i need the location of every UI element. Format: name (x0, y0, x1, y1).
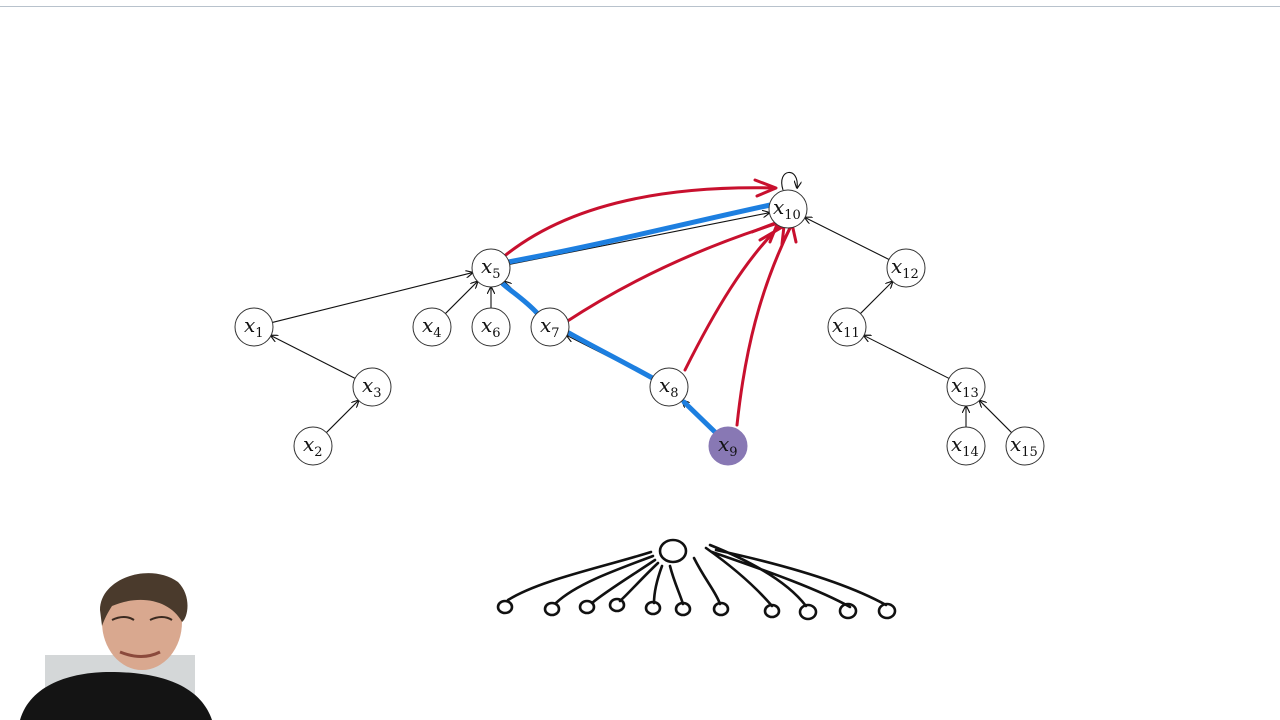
node-x1: x1 (234, 307, 274, 347)
node-label-x8: x8 (659, 373, 679, 401)
blue-stroke-x9-to-x8 (681, 399, 719, 436)
node-x9: x9 (708, 426, 748, 466)
blue-path-compression (500, 201, 778, 436)
node-x4: x4 (412, 307, 452, 347)
red-arrow-from-x8 (683, 224, 782, 372)
node-x15: x15 (1005, 426, 1045, 466)
sketch-leaves (496, 597, 897, 621)
node-x7: x7 (530, 307, 570, 347)
blue-stroke-x7-to-x5 (500, 281, 540, 316)
node-label-x1: x1 (244, 313, 264, 341)
red-arrow-from-x5 (500, 186, 777, 260)
edge-x1-to-x5 (272, 273, 472, 323)
sketch-lines (506, 543, 888, 609)
edge-x4-to-x5 (445, 281, 477, 314)
webcam-overlay (0, 560, 215, 720)
node-label-x9: x9 (718, 432, 738, 460)
edge-x2-to-x3 (326, 400, 358, 433)
node-label-x10: x10 (773, 195, 801, 223)
red-annotation-arrows (500, 178, 798, 427)
edge-x15-to-x13 (979, 400, 1012, 433)
blue-stroke-x5-to-x10 (505, 201, 778, 265)
node-x12: x12 (886, 248, 926, 288)
node-x5: x5 (471, 248, 511, 288)
node-label-x2: x2 (303, 432, 323, 460)
sketch-star-tree (496, 538, 897, 621)
red-arrowhead-top (753, 178, 778, 198)
node-label-x13: x13 (951, 373, 979, 401)
node-label-x14: x14 (951, 432, 979, 460)
node-x6: x6 (471, 307, 511, 347)
node-x11: x11 (827, 307, 867, 347)
node-x13: x13 (946, 367, 986, 407)
presenter-image (0, 560, 215, 720)
node-label-x15: x15 (1010, 432, 1038, 460)
self-loop-x10 (781, 171, 798, 191)
node-x3: x3 (352, 367, 392, 407)
node-label-x12: x12 (891, 254, 919, 282)
node-label-x3: x3 (362, 373, 382, 401)
node-x2: x2 (293, 426, 333, 466)
red-arrow-from-x7 (564, 222, 777, 324)
edge-x12-to-x10 (805, 217, 890, 260)
node-label-x4: x4 (422, 313, 442, 341)
red-arrow-from-x9 (735, 226, 792, 427)
node-label-x11: x11 (832, 313, 860, 341)
node-x14: x14 (946, 426, 986, 466)
node-x8: x8 (649, 367, 689, 407)
node-label-x7: x7 (540, 313, 560, 341)
node-label-x5: x5 (481, 254, 501, 282)
edge-x11-to-x12 (860, 281, 892, 314)
tree-nodes: x1 x2 x3 x4 x5 x6 x7 x8 x9 x10 x11 x12 x13 x14 x15 (234, 189, 1045, 466)
edge-x3-to-x1 (271, 336, 356, 379)
top-divider (0, 6, 1280, 7)
blue-stroke-x8-to-x7 (566, 330, 659, 383)
node-label-x6: x6 (481, 313, 501, 341)
node-x10: x10 (768, 189, 808, 229)
edge-x13-to-x11 (864, 336, 950, 379)
sketch-root (658, 538, 688, 564)
